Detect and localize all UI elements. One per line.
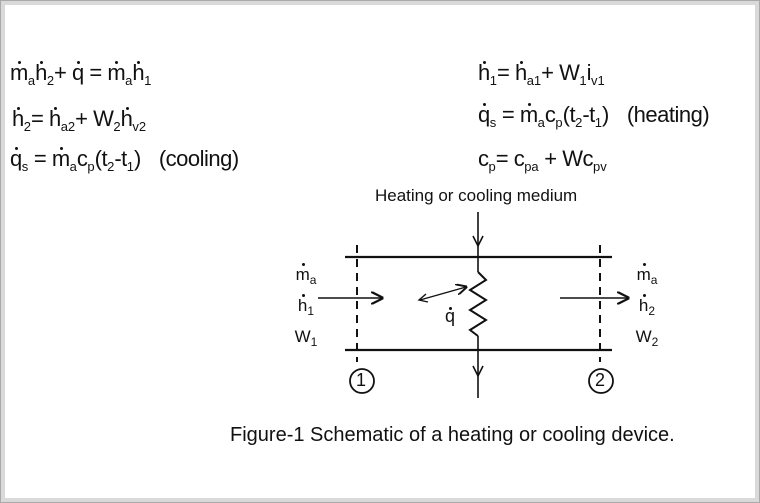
station-1-label: 1 <box>356 370 367 390</box>
inlet-enthalpy-label: h <box>298 293 307 319</box>
station-2-label: 2 <box>595 370 606 390</box>
inlet-enthalpy-equation: h1= ha1+ W1iv1 <box>478 60 605 88</box>
sensible-heating-equation: qs = macp(t2-t1)(heating) <box>478 102 710 130</box>
figure-caption: Figure-1 Schematic of a heating or cooli… <box>230 424 675 446</box>
outlet-state-labels: ma h2 W2 <box>627 262 667 355</box>
inlet-state-labels: ma h1 W1 <box>286 262 326 355</box>
mass-energy-balance-equation: mah2+ q = mah1 <box>10 60 152 88</box>
cooling-note: (cooling) <box>158 146 239 171</box>
heat-rate-label: q <box>445 306 456 326</box>
heat-transfer-arrow <box>419 287 466 301</box>
outlet-humidity-label: W <box>635 327 652 346</box>
inlet-humidity-label: W <box>294 327 311 346</box>
specific-heat-equation: cp= cpa + Wcpv <box>478 146 607 174</box>
medium-inlet-arrow <box>472 235 484 248</box>
outlet-enthalpy-label: h <box>639 293 648 319</box>
exit-enthalpy-equation: h2= ha2+ W2hv2 <box>12 106 147 134</box>
outlet-mass-flow-label: m <box>637 262 651 288</box>
heating-coil <box>468 271 488 337</box>
station-2-circle <box>588 368 614 394</box>
station-1-circle <box>349 368 375 394</box>
sensible-cooling-equation: qs = macp(t2-t1)(cooling) <box>10 146 239 174</box>
inlet-mass-flow-label: m <box>296 262 310 288</box>
heating-note: (heating) <box>626 102 710 127</box>
medium-label: Heating or cooling medium <box>375 186 578 205</box>
medium-outlet-arrow <box>472 365 484 378</box>
